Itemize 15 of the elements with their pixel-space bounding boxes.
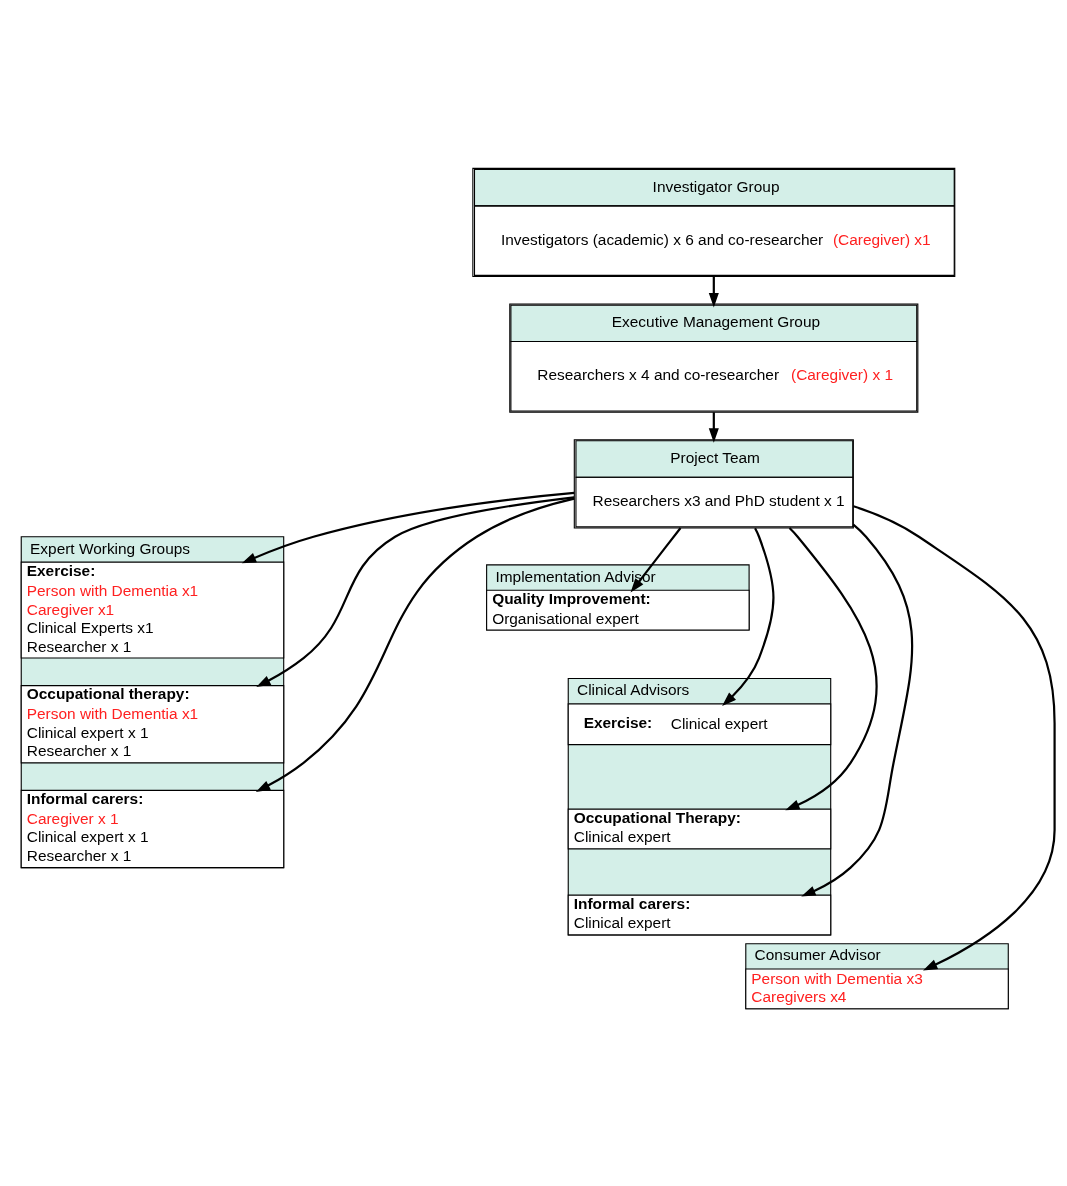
node-box: Occupational therapy: Person with Dementia x1 Clinical expert x 1 Researcher x 1	[20, 685, 285, 764]
arrow	[256, 496, 575, 688]
node-box: Exercise: Person with Dementia x1 Caregiver x1 Clinical Experts x1 Researcher x 1	[20, 561, 285, 659]
arrow	[255, 497, 575, 792]
node-box: Person with Dementia x3 Caregivers x4	[745, 968, 1009, 1010]
arrow	[853, 505, 1056, 971]
node-box: Occupational Therapy: Clinical expert	[567, 808, 832, 850]
arrow	[801, 523, 914, 897]
node-box: Informal carers: Caregiver x 1 Clinical expert x 1 Researcher x 1	[20, 789, 285, 869]
arrow	[722, 527, 775, 707]
node-box: Informal carers: Clinical expert	[567, 894, 832, 936]
arrow	[241, 491, 575, 564]
node-box: Quality Improvement: Organisational expert	[486, 589, 750, 631]
arrow	[785, 527, 878, 811]
node-box: Exercise: Clinical expert	[567, 703, 832, 746]
